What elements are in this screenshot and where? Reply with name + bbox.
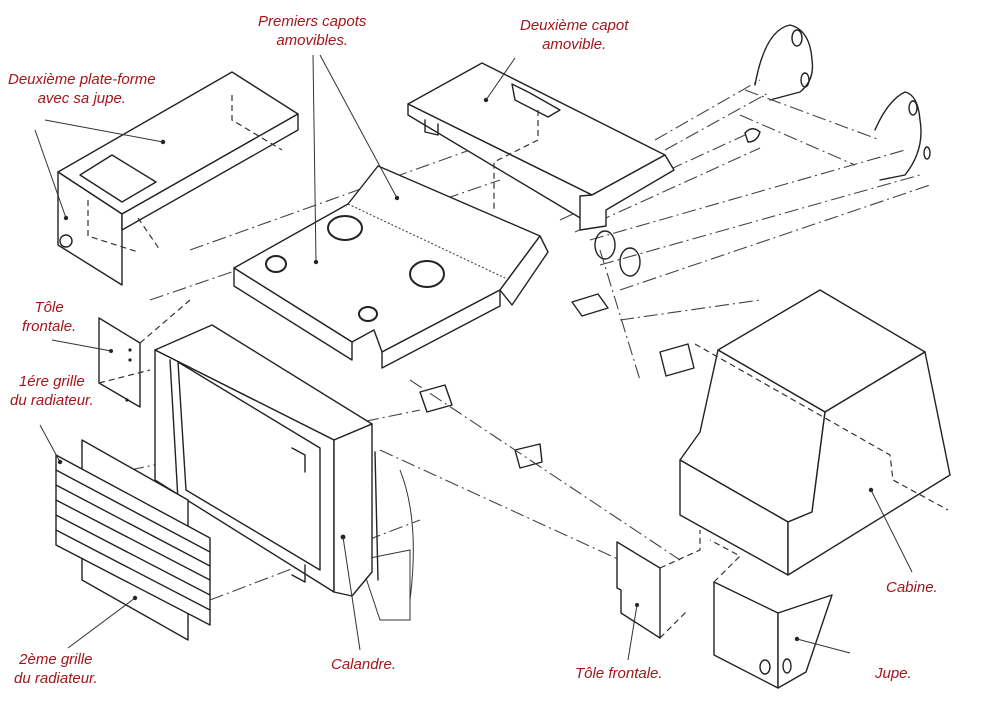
label-deuxieme-capot: Deuxième capot amovible. [520,16,628,54]
label-line: Cabine. [886,579,938,596]
label-jupe: Jupe. [875,664,912,683]
label-line: Calandre. [331,656,397,673]
part-cabine [679,289,951,576]
label-calandre: Calandre. [331,655,396,674]
label-tole-frontale-gauche: Tôle frontale. [22,298,76,336]
label-line: Deuxième plate-forme [8,71,156,88]
label-line: 1ére grille [18,373,85,390]
part-tole-frontale-bas [616,530,701,661]
label-deuxieme-grille: 2ème grille du radiateur. [14,650,98,688]
label-line: Jupe. [875,665,912,682]
label-cabine: Cabine. [886,578,938,597]
label-line: Tôle frontale. [575,665,663,682]
label-line: amovibles. [276,32,349,49]
part-calandre [154,324,379,597]
label-line: Tôle [34,299,64,316]
label-line: 2ème grille [19,651,93,668]
label-line: du radiateur. [10,392,94,409]
label-line: Premiers capots [258,13,367,30]
part-tole-frontale-gauche [51,299,191,408]
label-tole-frontale-bas: Tôle frontale. [575,664,663,683]
label-line: avec sa jupe. [37,90,126,107]
part-grilles-radiateur [39,424,211,649]
leader-lines [34,54,516,651]
part-deuxieme-capot [407,62,675,231]
label-line: du radiateur. [14,670,98,687]
label-line: frontale. [22,318,77,335]
label-deuxieme-plate-forme: Deuxième plate-forme avec sa jupe. [8,70,156,108]
part-jupe [709,539,851,689]
label-line: Deuxième capot [520,17,629,34]
part-premiers-capots [233,165,549,369]
part-deuxieme-plate-forme [57,71,299,286]
label-line: amovible. [542,36,607,53]
label-premiers-capots: Premiers capots amovibles. [258,12,366,50]
label-premiere-grille: 1ére grille du radiateur. [10,372,94,410]
